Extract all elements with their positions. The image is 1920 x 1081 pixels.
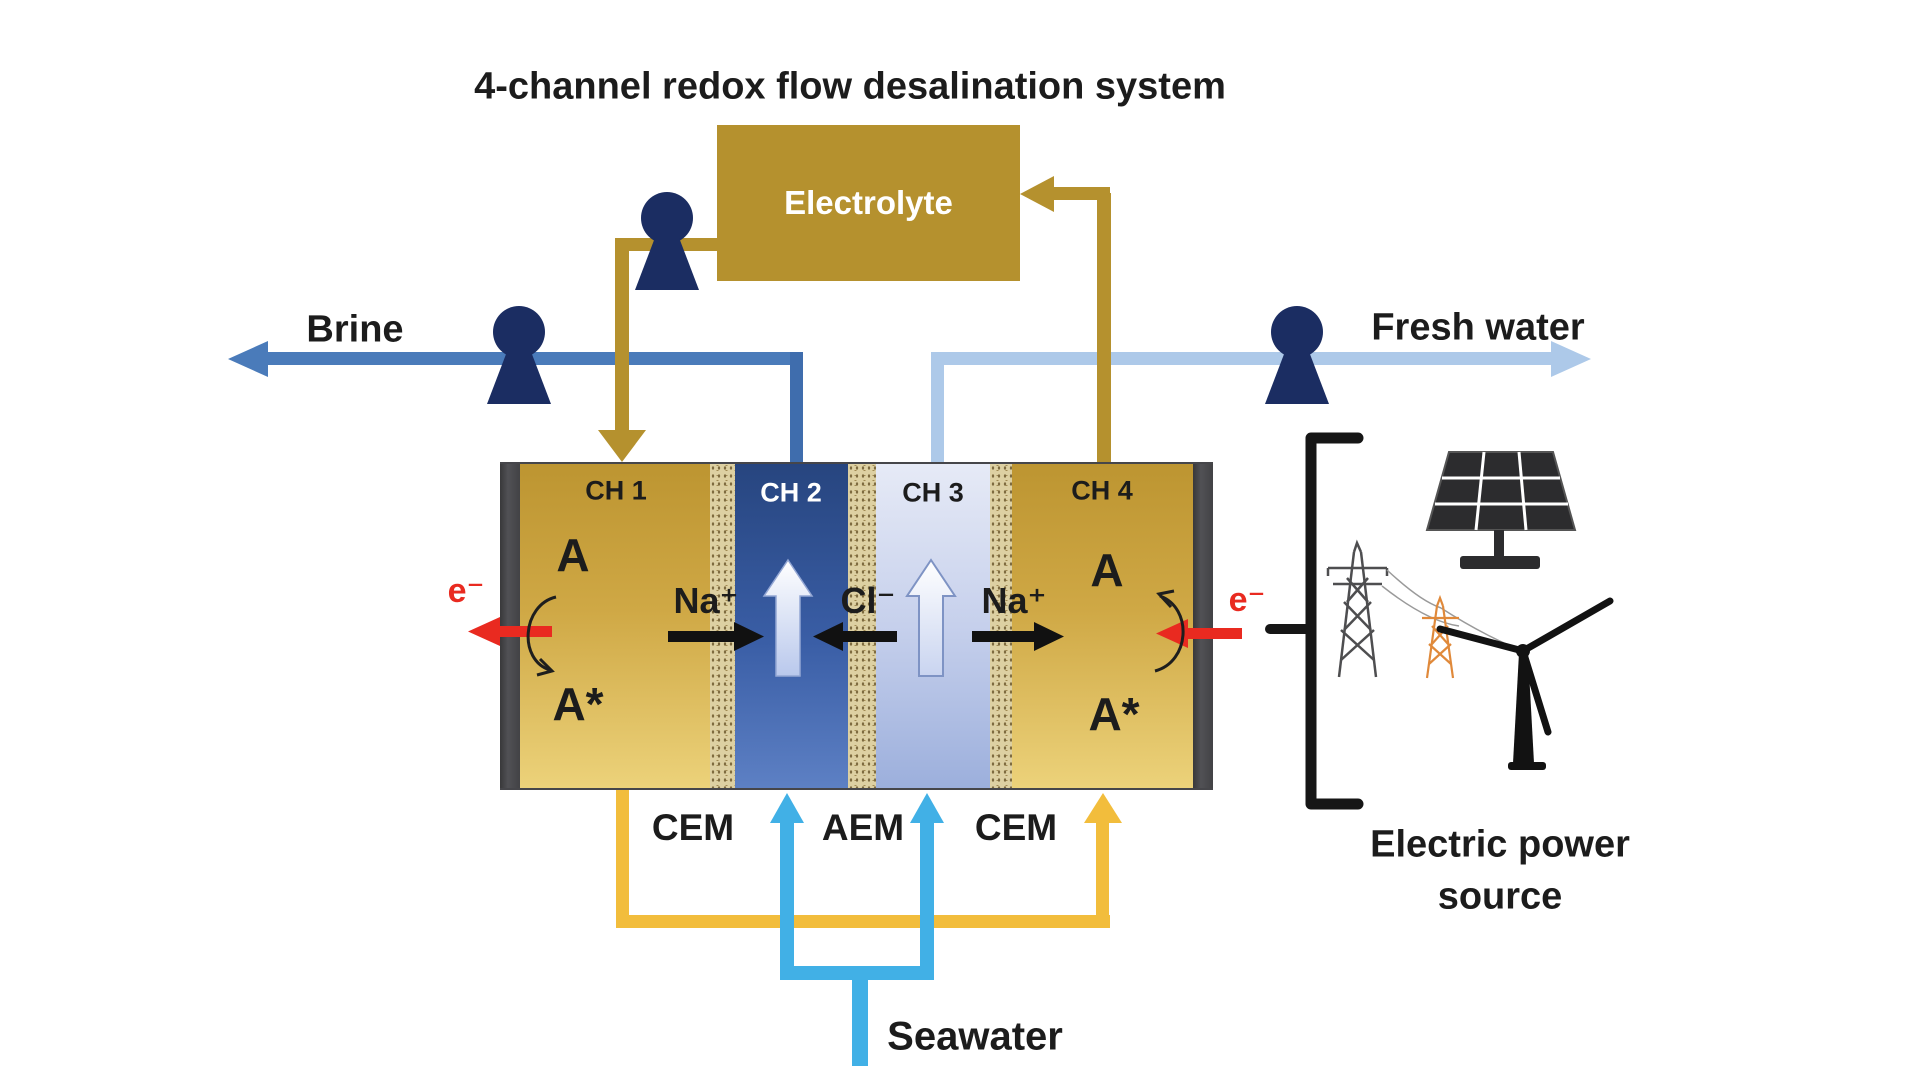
seawater-branch-left	[780, 822, 794, 980]
cem-label-1: CEM	[651, 807, 735, 848]
electron-arrow-right-shaft	[1186, 628, 1242, 639]
cl-ion-label: Cl⁻	[840, 580, 896, 621]
pump-head	[493, 306, 545, 358]
species-a-star-ch4: A*	[1088, 688, 1140, 740]
channel-3-label: CH 3	[902, 477, 964, 508]
power-source-label-line2: source	[1437, 875, 1563, 918]
freshwater-pump-icon	[1265, 306, 1329, 410]
freshwater-pipe	[931, 352, 1553, 365]
channel-1-label: CH 1	[585, 475, 647, 506]
na-ion-label-1: Na⁺	[673, 580, 739, 621]
yellow-loop-arrowhead	[1084, 793, 1122, 823]
aem-membrane	[848, 464, 876, 788]
pump-body	[1265, 352, 1329, 404]
electrolyte-into-ch1-arrowhead	[598, 430, 646, 462]
power-source-label-line1: Electric power	[1370, 823, 1630, 866]
cl-arrow-shaft	[843, 631, 897, 642]
na-arrow-2-shaft	[972, 631, 1036, 642]
electrolyte-down-pipe	[615, 238, 629, 432]
yellow-loop-bottom-pipe	[616, 915, 1110, 928]
electron-label-right: e⁻	[1228, 581, 1266, 619]
brine-pipe	[266, 352, 803, 365]
yellow-loop-left-pipe	[616, 790, 629, 928]
species-a-ch1: A	[556, 529, 590, 581]
na-ion-label-2: Na⁺	[981, 580, 1047, 621]
yellow-loop-right-pipe	[1096, 822, 1109, 922]
wind-turbine-icon	[1436, 597, 1614, 770]
seawater-label: Seawater	[887, 1014, 1063, 1059]
cem-membrane-1	[710, 464, 735, 788]
brine-pump-icon	[487, 306, 551, 410]
solar-panel-icon	[1425, 451, 1577, 569]
electrolyte-label: Electrolyte	[784, 184, 953, 221]
electron-arrow-left-head	[468, 617, 500, 646]
power-bracket	[1265, 432, 1364, 810]
seawater-branch-right	[920, 822, 934, 980]
channel-2	[735, 464, 848, 788]
aem-label: AEM	[821, 807, 905, 848]
electrolyte-return-pipe	[1052, 187, 1110, 200]
diagram-title: 4-channel redox flow desalination system	[474, 65, 1226, 108]
species-a-ch4: A	[1090, 544, 1124, 596]
freshwater-label: Fresh water	[1371, 306, 1585, 349]
seawater-inlet-pipe	[852, 966, 868, 1066]
electrolyte-return-arrowhead	[1020, 176, 1054, 212]
ch4-return-pipe	[1097, 193, 1111, 462]
pump-head	[641, 192, 693, 244]
channel-2-label: CH 2	[760, 477, 822, 508]
na-arrow-1-shaft	[668, 631, 736, 642]
electron-arrow-left-shaft	[498, 626, 552, 637]
electrolyte-tank: Electrolyte	[717, 125, 1020, 281]
cem-label-2: CEM	[974, 807, 1058, 848]
seawater-arrowhead-right	[910, 793, 944, 823]
species-a-star-ch1: A*	[552, 678, 604, 730]
pump-head	[1271, 306, 1323, 358]
pump-body	[635, 238, 699, 290]
pump-body	[487, 352, 551, 404]
electrolyte-pump-icon	[635, 192, 699, 296]
brine-arrowhead	[228, 341, 268, 377]
ch2-outlet-pipe	[790, 352, 803, 464]
electron-label-left: e⁻	[447, 572, 485, 610]
ch3-outlet-pipe	[931, 352, 944, 464]
seawater-arrowhead-left	[770, 793, 804, 823]
cem-membrane-2	[990, 464, 1012, 788]
transmission-towers-icon	[1326, 539, 1521, 679]
brine-label: Brine	[306, 308, 404, 351]
right-electrode	[1193, 464, 1213, 788]
channel-3	[876, 464, 990, 788]
channel-4-label: CH 4	[1071, 475, 1133, 506]
